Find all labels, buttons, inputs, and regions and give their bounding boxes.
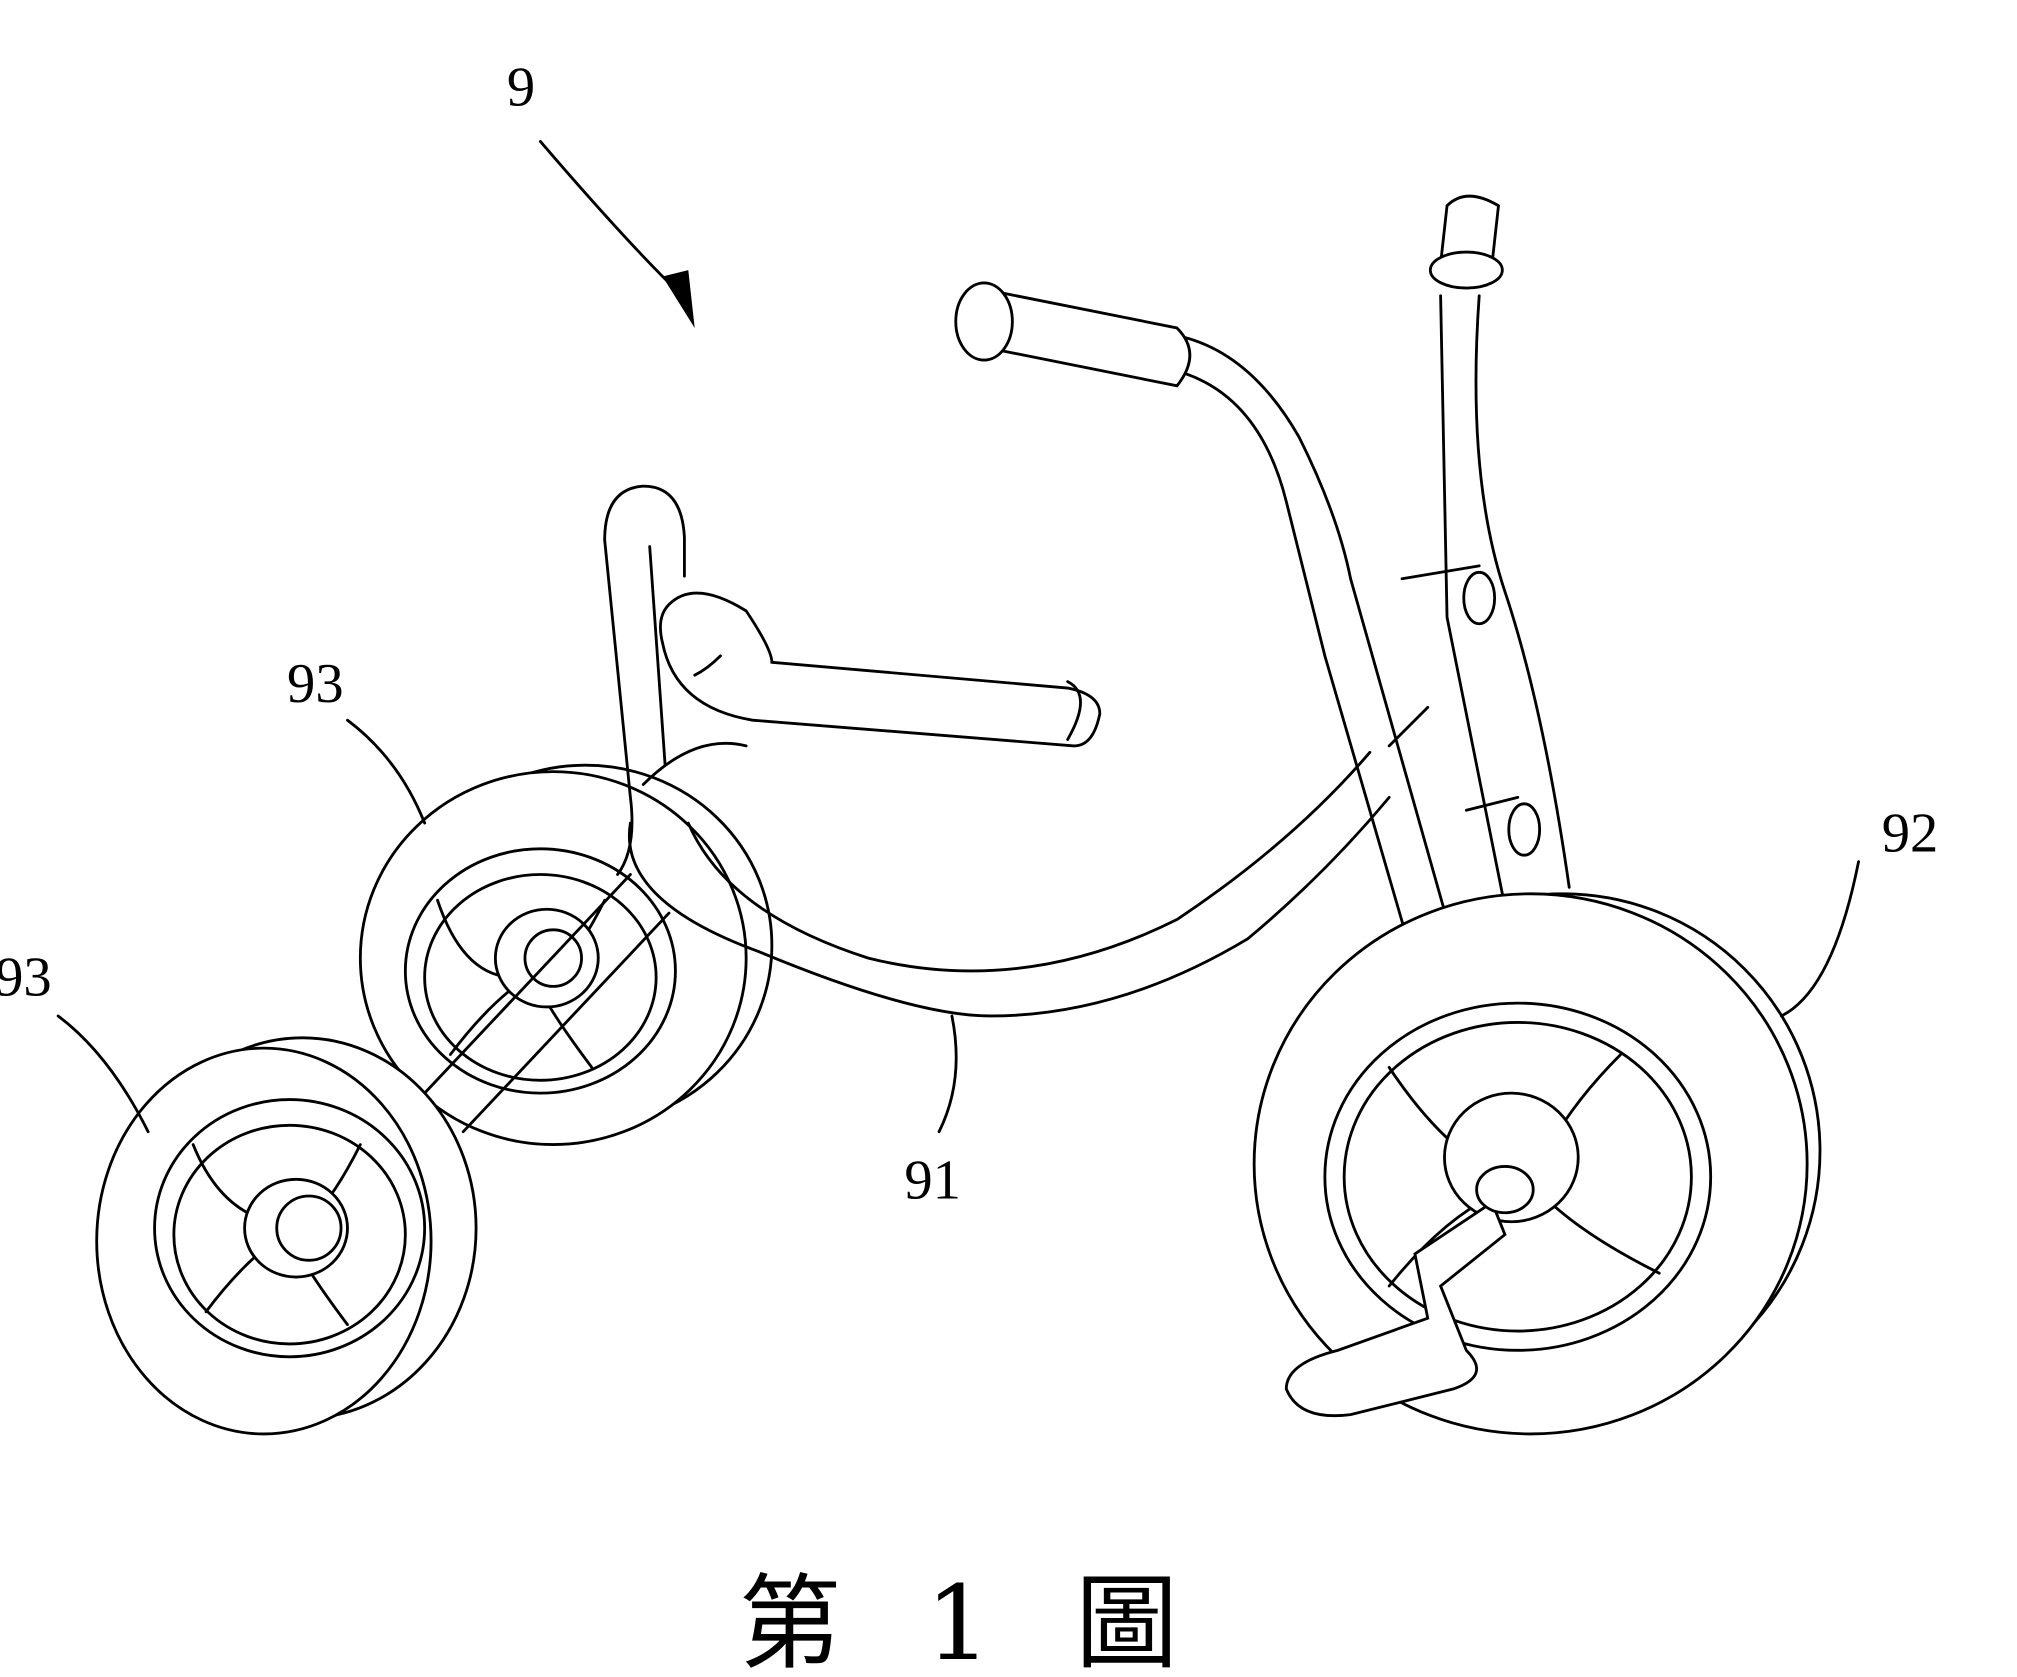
- rear-wheel-lower: [95, 1036, 478, 1436]
- front-wheel: [1252, 892, 1822, 1436]
- seat: [659, 591, 1102, 748]
- label-frame: 91: [904, 1150, 961, 1212]
- leader-lines: [56, 140, 1860, 1134]
- arrow-head-icon: [662, 270, 695, 328]
- figure-caption: 第 1 圖: [739, 1565, 1204, 1677]
- label-front-wheel: 92: [1882, 802, 1939, 864]
- frame: [423, 484, 1542, 1134]
- label-rear-wheel-lower: 93: [0, 946, 52, 1008]
- handlebar: [954, 194, 1571, 1211]
- label-assembly: 9: [507, 56, 535, 118]
- label-rear-wheel-upper: 93: [287, 653, 344, 715]
- rear-wheel-upper: [358, 763, 774, 1146]
